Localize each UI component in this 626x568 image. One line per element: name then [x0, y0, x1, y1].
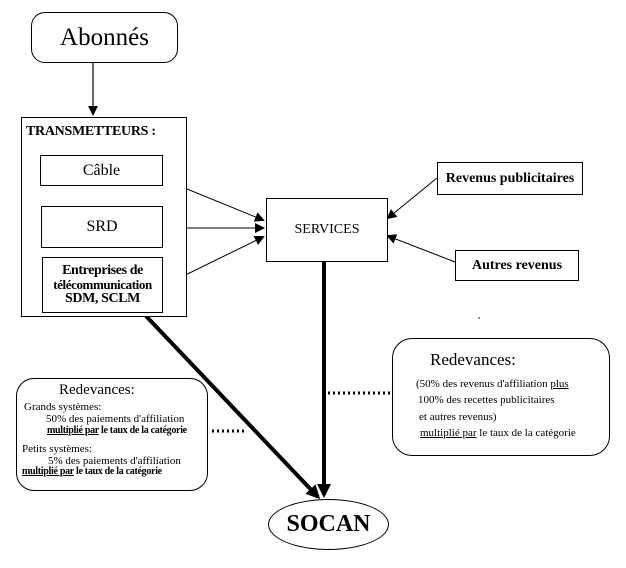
redevances-left-grands-rate: 50% des paiements d'affiliation	[46, 413, 185, 425]
redevances-right-line1: (50% des revenus d'affiliation plus	[416, 378, 569, 390]
redevances-left-box	[16, 378, 208, 491]
redevances-right-line1-text: (50% des revenus d'affiliation	[416, 378, 551, 390]
entreprises-label-line2: télécommunication	[53, 277, 152, 292]
redevances-left-grands-label: Grands systèmes:	[24, 401, 102, 413]
transmetteurs-title: TRANSMETTEURS :	[26, 124, 156, 139]
entreprises-label-line3: SDM, SCLM	[65, 291, 140, 306]
redevances-right-line1-plus: plus	[550, 378, 569, 390]
abonnes-label: Abonnés	[60, 23, 149, 51]
redevances-left-petits-rate: 5% des paiements d'affiliation	[48, 455, 181, 467]
redevances-left-petits-mult-rest: le taux de la catégorie	[73, 466, 162, 477]
cable-node: Câble	[40, 155, 163, 186]
redevances-left-grands-mult: multiplié par le taux de la catégorie	[47, 425, 187, 436]
autres-revenus-node: Autres revenus	[455, 250, 579, 281]
redevances-right-box	[392, 338, 610, 456]
redevances-left-petits-mult: multiplié par le taux de la catégorie	[22, 466, 162, 477]
socan-node: SOCAN	[268, 499, 389, 550]
abonnes-node: Abonnés	[31, 12, 178, 63]
redevances-left-petits-label: Petits systèmes:	[22, 443, 92, 455]
redevances-left-title: Redevances:	[59, 382, 135, 398]
redevances-left-petits-mult-underlined: multiplié par	[22, 466, 74, 477]
services-node: SERVICES	[266, 198, 388, 262]
redevances-right-line4-rest: le taux de la catégorie	[476, 427, 576, 439]
arrow-transmetteurs-to-socan	[144, 314, 321, 500]
services-label: SERVICES	[294, 222, 360, 237]
arrow-autres-to-services	[386, 234, 456, 263]
revenus-publicitaires-node: Revenus publicitaires	[437, 162, 583, 195]
redevances-right-line4: multiplié par le taux de la catégorie	[420, 427, 576, 439]
arrow-revenus-to-services	[386, 177, 438, 220]
redevances-right-title: Redevances:	[430, 350, 516, 369]
srd-label: SRD	[86, 218, 118, 235]
redevances-right-line2: 100% des recettes publicitaires	[418, 394, 555, 406]
redevances-right-line4-underlined: multiplié par	[420, 427, 477, 439]
stray-dot	[478, 317, 480, 319]
srd-node: SRD	[41, 206, 163, 248]
redevances-left-grands-mult-underlined: multiplié par	[47, 425, 99, 436]
socan-label: SOCAN	[286, 511, 371, 537]
redevances-left-grands-mult-rest: le taux de la catégorie	[98, 425, 187, 436]
entreprises-node: Entreprises de télécommunication SDM, SC…	[42, 257, 163, 313]
redevances-right-line3: et autres revenus)	[419, 411, 497, 423]
revenus-publicitaires-label: Revenus publicitaires	[445, 170, 575, 186]
entreprises-label-line1: Entreprises de	[62, 263, 143, 278]
autres-revenus-label: Autres revenus	[471, 257, 563, 273]
cable-label: Câble	[82, 161, 121, 179]
